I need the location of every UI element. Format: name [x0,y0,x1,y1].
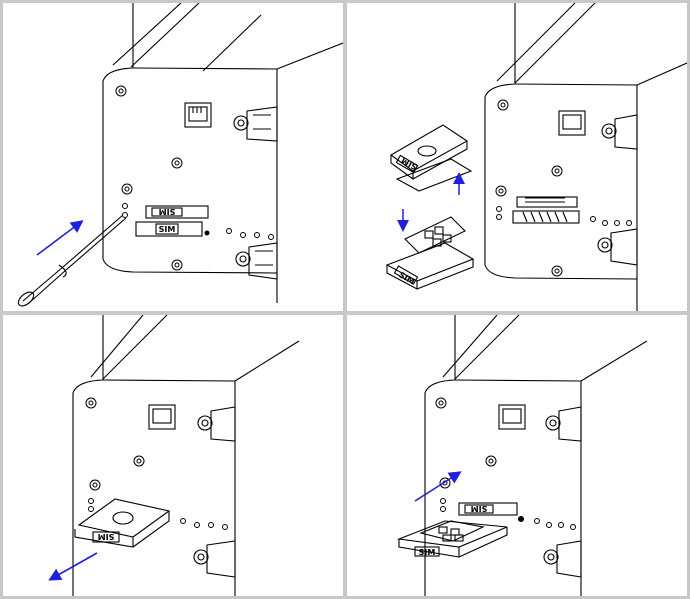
device-housing [484,3,687,311]
sim-tray-with-card [396,520,508,558]
status-leds [88,498,228,530]
sim-slot-top [145,205,209,219]
sim-label: SIM [419,548,436,557]
panel-step-4-insert-tray: SIM SIM [347,315,687,596]
device-housing [72,315,300,596]
sim-tray-base [385,242,475,290]
panel-3-drawing: SIM [48,315,300,596]
sim-slot-empty [512,196,580,224]
serial-connector-bottom [543,540,582,578]
sim-label-mirrored: SIM [98,532,115,541]
panel-1-drawing: SIM SIM [17,3,343,307]
sim-slot-bottom [135,221,203,237]
serial-connector-bottom [235,242,278,280]
screw-holes [435,397,497,489]
panel-2-drawing: SIM SIM [385,3,687,311]
serial-connector-top [233,106,278,142]
ethernet-port [498,404,526,430]
serial-connector-bottom [193,540,236,578]
sim-label-mirrored: SIM [400,156,419,172]
eject-button [204,230,210,236]
screw-holes [85,397,145,491]
panel-step-1-eject: SIM SIM [3,3,343,311]
serial-connector-top [545,406,582,442]
sim-tray-pulled [74,498,171,548]
arrow-down-left [48,552,98,581]
panel-step-2-insert-card: SIM SIM [347,3,687,311]
serial-connector-bottom [597,228,638,266]
screw-holes [115,85,183,271]
ethernet-port [558,110,586,136]
panel-step-3-pull-tray: SIM [3,315,343,596]
device-housing [424,315,648,596]
device-housing [102,3,343,303]
screw-holes [495,99,563,277]
serial-connector-top [601,114,638,150]
serial-connector-top [197,406,236,442]
sim-label-mirrored: SIM [471,504,488,513]
arrow-up-right [414,471,462,502]
sim-label: SIM [159,225,176,234]
status-leds [496,206,632,226]
sim-card-removed [395,158,473,192]
ethernet-port [148,404,176,430]
status-leds [122,203,274,240]
screwdriver [17,214,127,307]
status-leds [440,498,576,530]
sim-tray-cover [389,124,469,181]
ethernet-port [184,102,212,128]
arrow-up-right [36,220,84,256]
sim-card-new [404,216,466,254]
sim-label-mirrored: SIM [159,207,176,216]
panel-4-drawing: SIM SIM [396,315,648,596]
sim-slot-top [458,502,525,523]
